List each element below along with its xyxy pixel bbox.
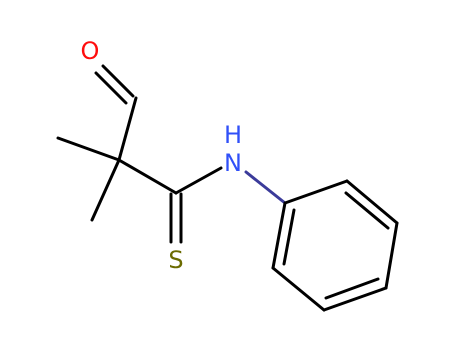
bond-cq-cs (117, 158, 178, 195)
bond-cho-cq (117, 96, 138, 162)
hydrogen-label: H (224, 121, 242, 149)
ring-inner-1 (344, 191, 390, 230)
ring-bond-4 (322, 286, 388, 312)
ring-bond-1 (283, 179, 349, 205)
bond-methyl-1 (56, 136, 121, 162)
ring-inner-3 (282, 208, 296, 266)
bond-methyl-2 (90, 158, 121, 222)
ring-inner-2 (324, 277, 380, 300)
bond-n-ph (244, 170, 287, 205)
bond-co-2 (94, 71, 128, 105)
ring-bond-2 (345, 179, 399, 225)
oxygen-label: O (81, 37, 100, 65)
ring-bond-6 (271, 201, 287, 270)
bond-co-1 (101, 64, 135, 98)
ring-bond-3 (384, 221, 399, 290)
atom-labels: O H N S (81, 37, 242, 274)
bond-c-n (174, 166, 223, 195)
ring-bond-5 (271, 266, 326, 312)
bonds (56, 64, 399, 312)
sulfur-label: S (168, 246, 183, 274)
nitrogen-label: N (224, 149, 242, 177)
